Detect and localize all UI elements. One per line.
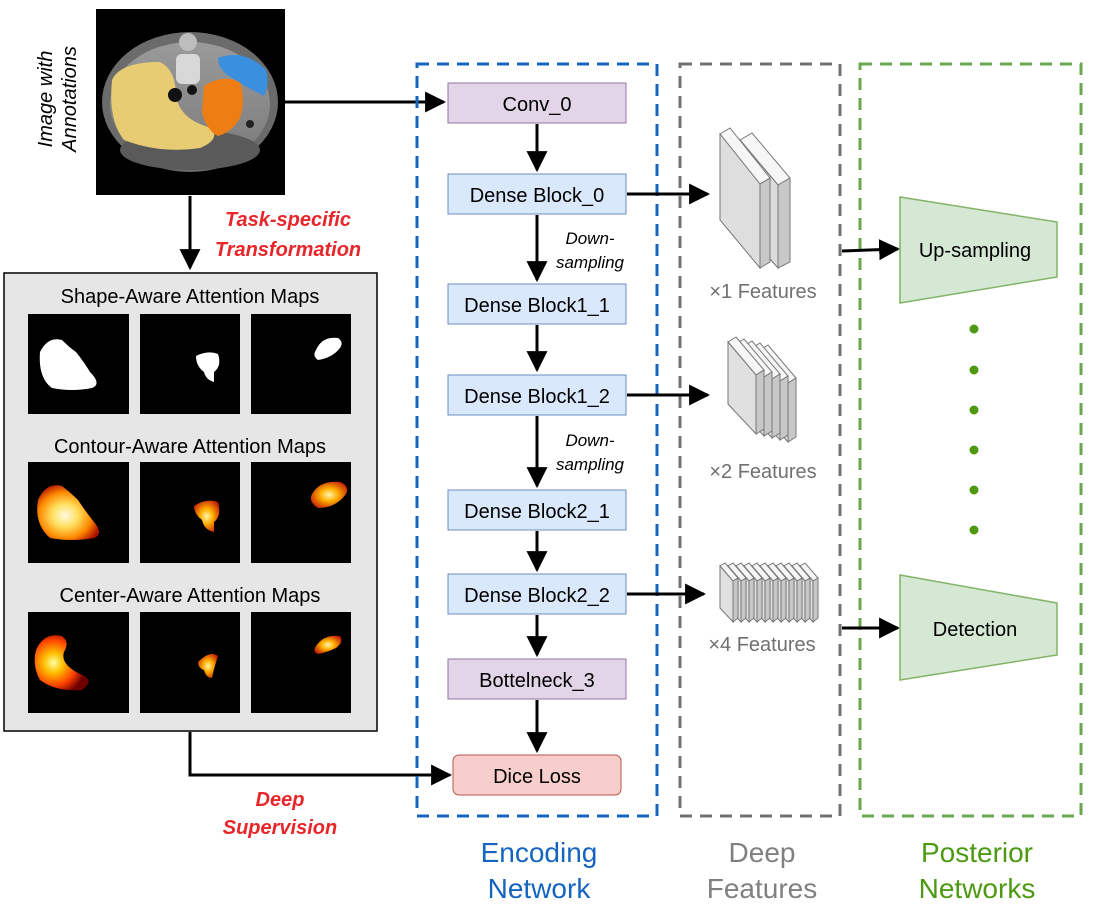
x1-features-label: ×1 Features: [709, 281, 816, 303]
arrow-features-to-upsampling: [841, 239, 901, 261]
posterior-networks-frame: [858, 62, 1083, 818]
conv0-label: Conv_0: [503, 94, 572, 116]
kidney-annotation: [202, 78, 243, 136]
contour-map-2: [140, 462, 240, 563]
dense-block-1-1-label: Dense Block1_1: [464, 295, 610, 317]
contour-map-3: [251, 462, 351, 563]
encoding-label-line2: Network: [488, 873, 592, 904]
deep-features-frame: [678, 62, 842, 818]
x2-feature-stack: [727, 336, 797, 444]
downsampling-1-line2: sampling: [556, 253, 625, 272]
dense-block-2-1: [447, 489, 627, 531]
spleen-annotation: [218, 54, 268, 96]
conv0-block: [447, 82, 627, 124]
detection-label: Detection: [933, 619, 1018, 641]
bottleneck-block: [447, 658, 627, 700]
dense-block-0-label: Dense Block_0: [470, 185, 605, 207]
contour-aware-maps: [28, 462, 351, 563]
downsampling-2-line1: Down-: [565, 431, 614, 450]
liver-annotation: [111, 62, 215, 150]
dense-block-1-1: [447, 283, 627, 325]
center-maps-title: Center-Aware Attention Maps: [60, 585, 321, 607]
downsampling-2-line2: sampling: [556, 455, 625, 474]
shape-aware-maps: [28, 314, 351, 414]
ellipsis-dots: [969, 324, 979, 535]
deep-features-label-line1: Deep: [729, 837, 796, 868]
posterior-label-line1: Posterior: [921, 837, 1033, 868]
detection-block: [899, 574, 1058, 681]
bottleneck-label: Bottelneck_3: [479, 670, 595, 692]
dense-block-2-2-label: Dense Block2_2: [464, 585, 610, 607]
upsampling-block: [899, 196, 1058, 304]
shape-map-3: [251, 314, 351, 414]
deep-features-label-line2: Features: [707, 873, 818, 904]
x4-feature-stack: [719, 562, 819, 624]
x4-features-label: ×4 Features: [708, 634, 815, 656]
center-map-3: [251, 612, 351, 713]
dice-loss-label: Dice Loss: [493, 766, 581, 788]
dense-block-2-2: [447, 573, 627, 615]
transform-label-line2: Transformation: [215, 239, 361, 261]
deep-supervision-line1: Deep: [256, 789, 305, 811]
input-ct-image: [96, 9, 285, 195]
downsampling-1-line1: Down-: [565, 229, 614, 248]
x1-feature-stack: [719, 127, 791, 270]
deep-supervision-line2: Supervision: [223, 817, 337, 839]
dense-block-1-2: [447, 374, 627, 416]
shape-map-2: [140, 314, 240, 414]
dense-block-0: [447, 173, 627, 215]
contour-maps-title: Contour-Aware Attention Maps: [54, 436, 326, 458]
dense-block-2-1-label: Dense Block2_1: [464, 501, 610, 523]
shape-maps-title: Shape-Aware Attention Maps: [61, 286, 320, 308]
x2-features-label: ×2 Features: [709, 461, 816, 483]
posterior-label-line2: Networks: [919, 873, 1036, 904]
input-label-line1: Image with: [35, 51, 57, 148]
arrow-attention-to-loss: [188, 732, 453, 786]
encoding-label-line1: Encoding: [481, 837, 598, 868]
center-aware-maps: [28, 612, 351, 713]
encoding-network-frame: [415, 62, 659, 818]
dice-loss-block: [452, 754, 622, 796]
dense-block-1-2-label: Dense Block1_2: [464, 386, 610, 408]
transform-label-line1: Task-specific: [225, 209, 351, 231]
upsampling-label: Up-sampling: [919, 240, 1031, 262]
center-map-2: [140, 612, 240, 713]
input-label-line2: Annotations: [59, 46, 81, 153]
